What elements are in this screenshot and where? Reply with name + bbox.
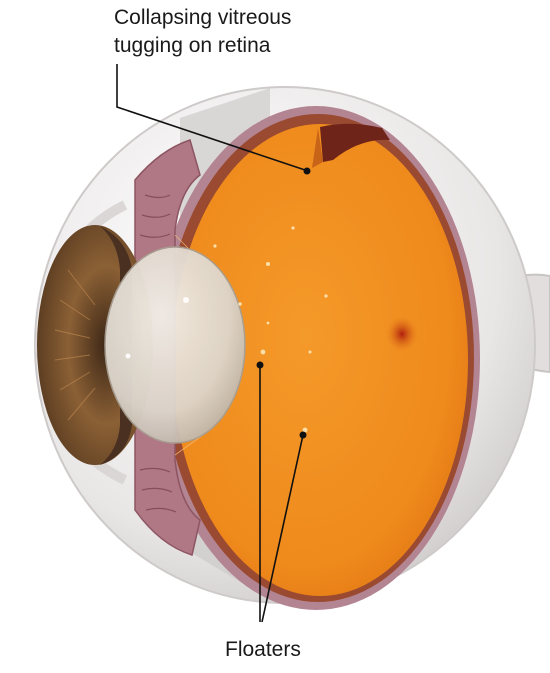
vitreous-leader-dot — [304, 168, 311, 175]
floaters-annotation-label: Floaters — [225, 636, 365, 664]
floater-dot-upper — [257, 362, 264, 369]
floater-dot-lower — [300, 432, 307, 439]
macula — [386, 316, 418, 352]
vitreous-annotation-label: Collapsing vitreous tugging on retina — [114, 4, 414, 60]
lens — [105, 247, 245, 443]
